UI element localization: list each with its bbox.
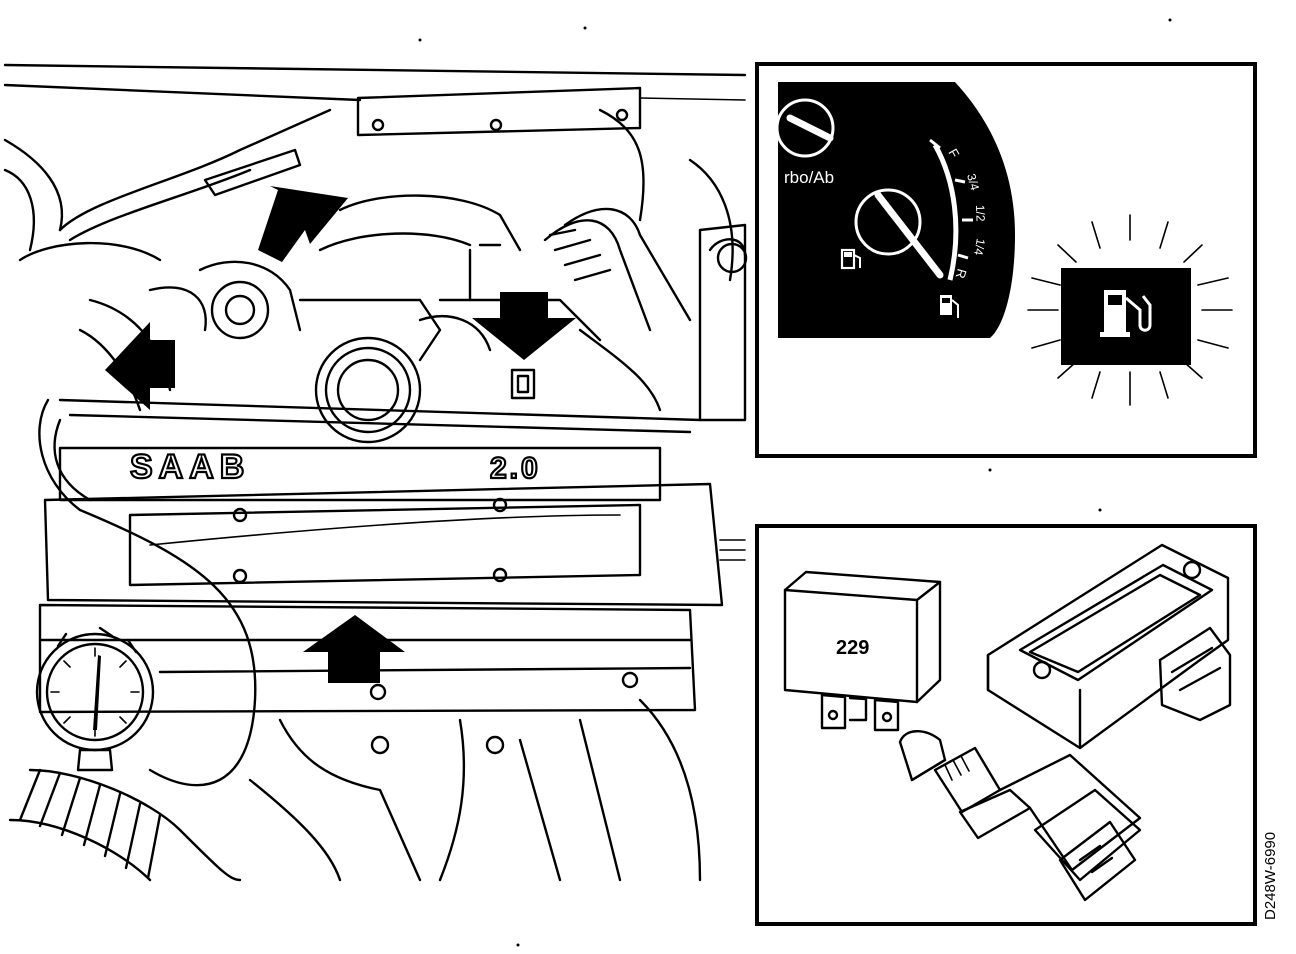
arrow-up xyxy=(303,615,405,683)
fuel-gauge-panel: rbo/Ab F 3/4 1/2 1/4 R xyxy=(755,62,1257,458)
reference-code: D248W-6990 xyxy=(1262,832,1279,920)
fuel-warning-lamp xyxy=(1027,214,1233,406)
arrow-upper-left xyxy=(258,186,348,262)
left-dial-label: rbo/Ab xyxy=(784,168,834,187)
arrow-left xyxy=(105,322,175,410)
fuel-pump-icon xyxy=(1100,290,1152,337)
scale-mark-3-4: 3/4 xyxy=(964,172,982,192)
pressure-sensor xyxy=(986,543,1232,750)
scale-mark-1-4: 1/4 xyxy=(971,237,988,256)
relay-number-label: 229 xyxy=(836,637,869,659)
relay: 229 xyxy=(783,570,942,732)
instrument-cluster xyxy=(778,82,1015,338)
temperature-sensor xyxy=(898,730,1142,902)
components-panel: 229 xyxy=(755,524,1257,926)
scale-mark-r: R xyxy=(953,267,970,280)
cover-displacement-text: 2.0 xyxy=(490,452,541,485)
cluster-fuel-pump-icon xyxy=(840,248,861,270)
pressure-gauge xyxy=(35,626,155,772)
cover-brand-text: SAAB xyxy=(130,448,250,486)
cluster-fuel-warning-icon xyxy=(940,295,959,318)
scale-mark-1-2: 1/2 xyxy=(973,205,988,222)
engine-bay-illustration: SAAB 2.0 xyxy=(3,63,748,882)
scan-specks xyxy=(418,18,1172,947)
arrow-down xyxy=(472,292,576,360)
